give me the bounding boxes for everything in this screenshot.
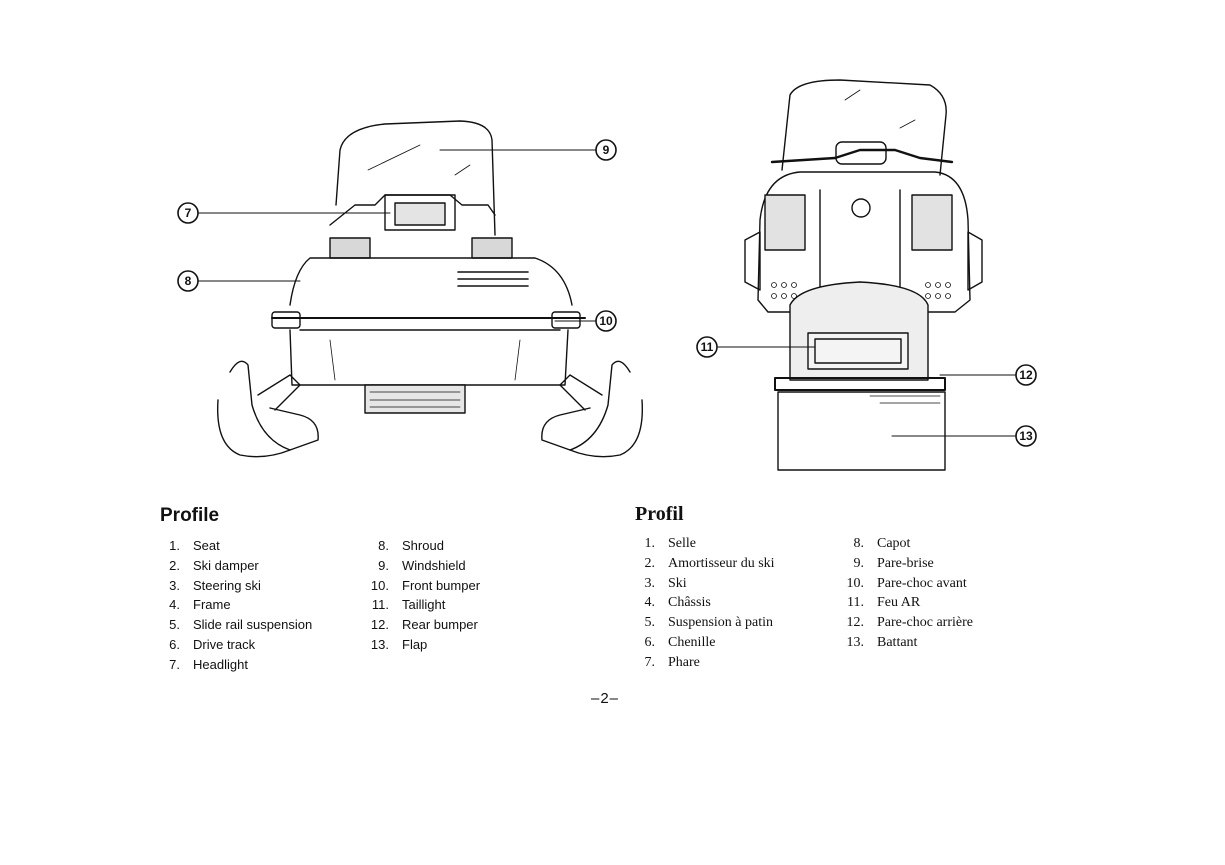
callout-7: 7 [177, 202, 199, 224]
list-item: 9.Windshield [378, 557, 466, 573]
list-item: 8.Shroud [378, 538, 444, 553]
parts-list-fr-col1: 1.Selle 2.Amortisseur du ski 3.Ski 4.Châ… [633, 534, 775, 673]
list-item: 2.Ski damper [169, 557, 259, 573]
list-item: 1.Selle [644, 536, 697, 551]
list-item: 11.Feu AR [847, 595, 921, 611]
list-item: 6.Drive track [169, 636, 256, 652]
profile-heading-fr: Profil [635, 503, 684, 525]
callout-11: 11 [696, 336, 718, 358]
callout-13: 13 [1015, 425, 1037, 447]
list-item: 12.Pare-choc arrière [846, 615, 973, 631]
list-item: 13.Flap [370, 636, 428, 652]
parts-list-fr-col2: 8.Capot 9.Pare-brise 10.Pare-choc avant … [842, 534, 973, 653]
callout-8: 8 [177, 270, 199, 292]
callout-12: 12 [1015, 364, 1037, 386]
list-item: 3.Steering ski [169, 577, 261, 593]
snowmobile-illustration: 7 8 9 10 11 12 13 [177, 79, 1037, 471]
list-item: 7.Phare [644, 654, 700, 670]
page-number: –2– [591, 690, 620, 707]
list-item: 8.Capot [853, 536, 911, 551]
svg-text:11: 11 [701, 340, 714, 354]
callout-10: 10 [595, 310, 617, 332]
rear-view-drawing [717, 79, 1017, 471]
list-item: 5.Slide rail suspension [169, 617, 313, 633]
svg-text:7: 7 [185, 206, 192, 220]
list-item: 7.Headlight [169, 656, 248, 672]
svg-text:8: 8 [185, 274, 192, 288]
list-item: 4.Châssis [644, 595, 711, 611]
parts-list-en-col1: 1.Seat 2.Ski damper 3.Steering ski 4.Fra… [158, 536, 312, 675]
list-item: 12.Rear bumper [370, 617, 478, 633]
callout-9: 9 [595, 139, 617, 161]
front-view-drawing [197, 120, 644, 458]
list-item: 6.Chenille [644, 634, 716, 650]
svg-text:9: 9 [603, 143, 610, 157]
svg-text:12: 12 [1019, 368, 1033, 382]
list-item: 3.Ski [644, 575, 687, 591]
list-item: 10.Front bumper [370, 577, 481, 593]
list-item: 4.Frame [169, 597, 231, 613]
list-item: 5.Suspension à patin [644, 615, 774, 631]
list-item: 2.Amortisseur du ski [644, 555, 775, 571]
svg-text:10: 10 [599, 314, 613, 328]
list-item: 13.Battant [846, 634, 918, 650]
profile-heading-en: Profile [160, 505, 220, 526]
list-item: 9.Pare-brise [853, 555, 934, 571]
list-item: 1.Seat [169, 538, 220, 553]
svg-text:13: 13 [1019, 429, 1033, 443]
list-item: 10.Pare-choc avant [846, 575, 967, 591]
parts-list-en-col2: 8.Shroud 9.Windshield 10.Front bumper 11… [367, 536, 480, 655]
list-item: 11.Taillight [371, 597, 446, 613]
